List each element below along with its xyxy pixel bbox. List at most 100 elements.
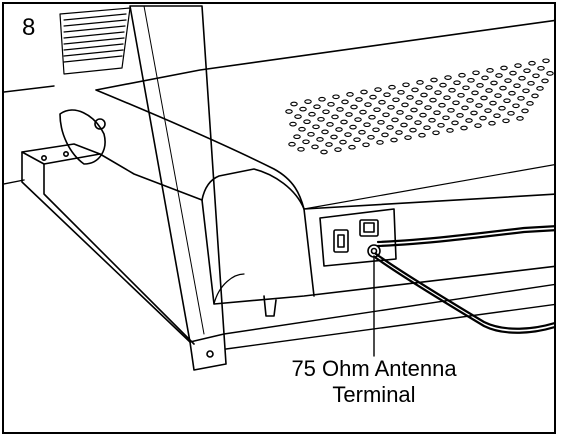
vent-hole [474,123,482,128]
vent-hole [500,65,508,71]
vent-hole [461,105,469,111]
vent-hole [311,144,319,150]
vent-hole [350,104,358,110]
vent-hole [377,119,385,125]
vent-hole [312,124,320,130]
vent-hole [406,95,414,100]
vent-hole [541,78,549,84]
vent-hole [423,125,431,131]
antenna-terminal-label: 75 Ohm Antenna Terminal [244,356,504,408]
vent-hole [415,100,423,105]
power-panel [319,208,397,267]
vent-hole [475,103,483,108]
vent-hole [537,65,545,71]
vent-hole [330,134,338,140]
console-grip [59,7,131,75]
vent-hole [400,122,408,128]
vent-hole [390,137,398,143]
vent-hole [528,60,536,66]
vent-hole [448,87,456,93]
vent-hole [457,92,465,98]
vent-hole [382,112,390,118]
vent-hole [467,77,475,83]
vent-hole [299,106,307,112]
vent-hole [341,99,349,105]
vent-hole [514,63,522,68]
vent-hole [430,77,438,83]
vent-hole [465,118,473,123]
vent-hole [428,117,436,123]
vent-hole [484,108,492,113]
vent-hole [317,116,325,122]
vent-hole [349,124,357,130]
vent-hole [402,82,410,88]
vent-hole [411,87,419,93]
vent-hole [409,127,417,133]
vent-hole [523,68,531,74]
vent-hole [373,107,381,113]
vent-hole [419,112,427,118]
vent-hole [516,116,524,121]
vent-hole [416,80,424,85]
vent-hole [527,80,535,86]
vent-hole [345,112,353,117]
vent-hole [339,139,347,145]
motor-hood [95,19,554,210]
vent-hole [303,119,311,125]
vent-hole [414,120,422,125]
vent-hole [458,72,466,78]
vent-hole [308,111,316,117]
vent-hole [355,97,363,102]
vent-hole [290,101,298,107]
callout-line-1: 75 Ohm Antenna [291,356,457,381]
vent-hole [313,104,321,110]
power-switch [333,229,349,253]
vent-hole [392,97,400,103]
vent-hole [288,141,296,147]
vent-hole [391,117,399,123]
vent-hole [526,101,534,106]
vent-hole [404,135,412,140]
vent-hole [424,105,432,110]
step-number: 8 [22,14,36,41]
vent-hole [531,93,539,99]
vent-hole [378,99,386,105]
vent-hole [397,89,405,95]
vent-hole [460,125,468,131]
vent-hole [289,121,297,127]
hood-front-face [201,199,554,305]
vent-hole [502,118,510,124]
vent-hole [316,137,324,142]
vent-hole [336,107,344,112]
vent-hole [499,85,507,91]
vent-hole [318,96,326,102]
vent-hole [453,80,461,86]
vent-hole [507,110,515,116]
vent-hole [536,86,544,91]
vent-hole [437,122,445,128]
vent-hole [462,85,470,91]
vent-hole [368,114,376,120]
vent-hole [486,68,494,73]
vent-hole [344,132,352,137]
vent-hole [444,75,452,80]
vent-hole [488,120,496,126]
vent-hole [285,109,293,114]
vent-hole [466,98,474,103]
vent-hole [358,129,366,135]
vent-hole [346,92,354,97]
vent-hole [503,98,511,104]
vent-hole [326,122,334,127]
vent-hole [369,94,377,100]
vent-hole [374,87,382,92]
vent-hole [522,88,530,94]
vent-hole [335,127,343,132]
vent-hole [433,110,441,116]
vent-hole [472,70,480,76]
power-cord [374,252,554,330]
vent-hole [325,142,333,147]
vent-hole [396,110,404,115]
vent-hole [446,128,454,133]
vent-hole [439,82,447,88]
vent-hole [493,113,501,119]
